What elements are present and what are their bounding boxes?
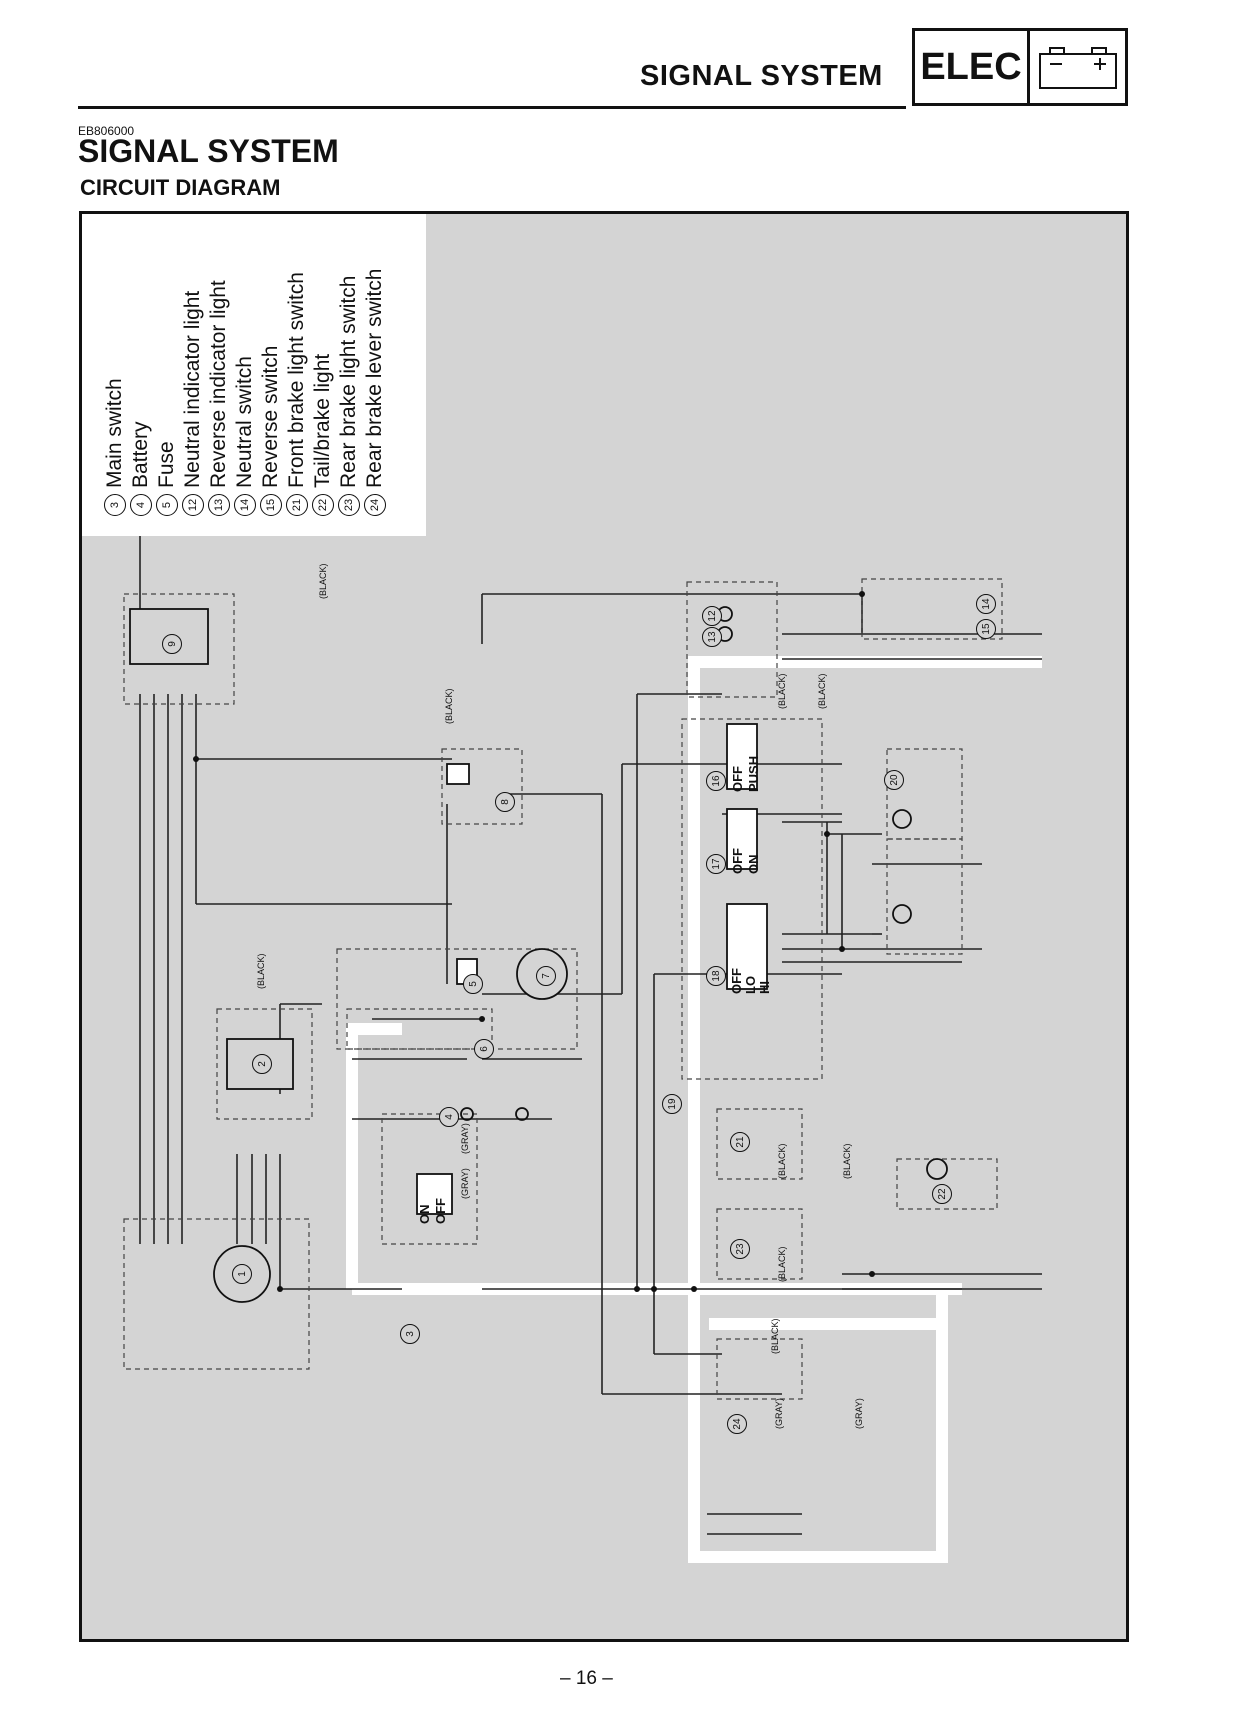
battery-terminal-b [515,1107,529,1121]
component-number-15: 15 [976,619,996,639]
component-number-18: 18 [706,966,726,986]
component-number-5: 5 [463,974,483,994]
component-number-24: 24 [727,1414,747,1434]
component-number-21: 21 [730,1132,750,1152]
section-title: SIGNAL SYSTEM [78,133,339,169]
light-switch-17 [726,808,758,870]
component-number-6: 6 [474,1039,494,1059]
component-number-22: 22 [932,1184,952,1204]
tail-brake-light [926,1158,948,1180]
section-subtitle: CIRCUIT DIAGRAM [80,175,281,200]
elec-badge: ELEC [912,28,1128,106]
page-number: – 16 – [560,1668,613,1689]
headlight-20b [892,904,912,924]
component-number-23: 23 [730,1239,750,1259]
component-number-19: 19 [662,1094,682,1114]
component-number-1: 1 [232,1264,252,1284]
header-rule [78,106,906,109]
wiring [139,514,1042,1535]
component-number-4: 4 [439,1107,459,1127]
component-number-2: 2 [252,1054,272,1074]
components [129,606,948,1303]
elec-badge-text: ELEC [915,31,1030,103]
component-number-12: 12 [702,606,722,626]
circuit-diagram [123,514,1042,1563]
headlight-20a [892,809,912,829]
component-number-13: 13 [702,627,722,647]
battery-terminal [460,1107,474,1121]
component-number-9: 9 [162,634,182,654]
component-number-16: 16 [706,771,726,791]
component-number-7: 7 [536,966,556,986]
main-switch [416,1173,453,1215]
light-switch-16 [726,723,758,790]
relay-box [446,763,470,785]
signal-path-highlight [346,656,1042,1563]
battery-icon [1030,31,1125,103]
component-boxes [123,578,1003,1400]
component-number-3: 3 [400,1324,420,1344]
ignitor-unit [129,608,209,665]
dimmer-switch-18 [726,903,768,990]
component-number-20: 20 [884,770,904,790]
section-code: EB806000 [78,124,135,138]
junctions [193,591,875,1292]
component-number-17: 17 [706,854,726,874]
component-number-14: 14 [976,594,996,614]
component-number-8: 8 [495,792,515,812]
header-title: SIGNAL SYSTEM [640,60,883,92]
